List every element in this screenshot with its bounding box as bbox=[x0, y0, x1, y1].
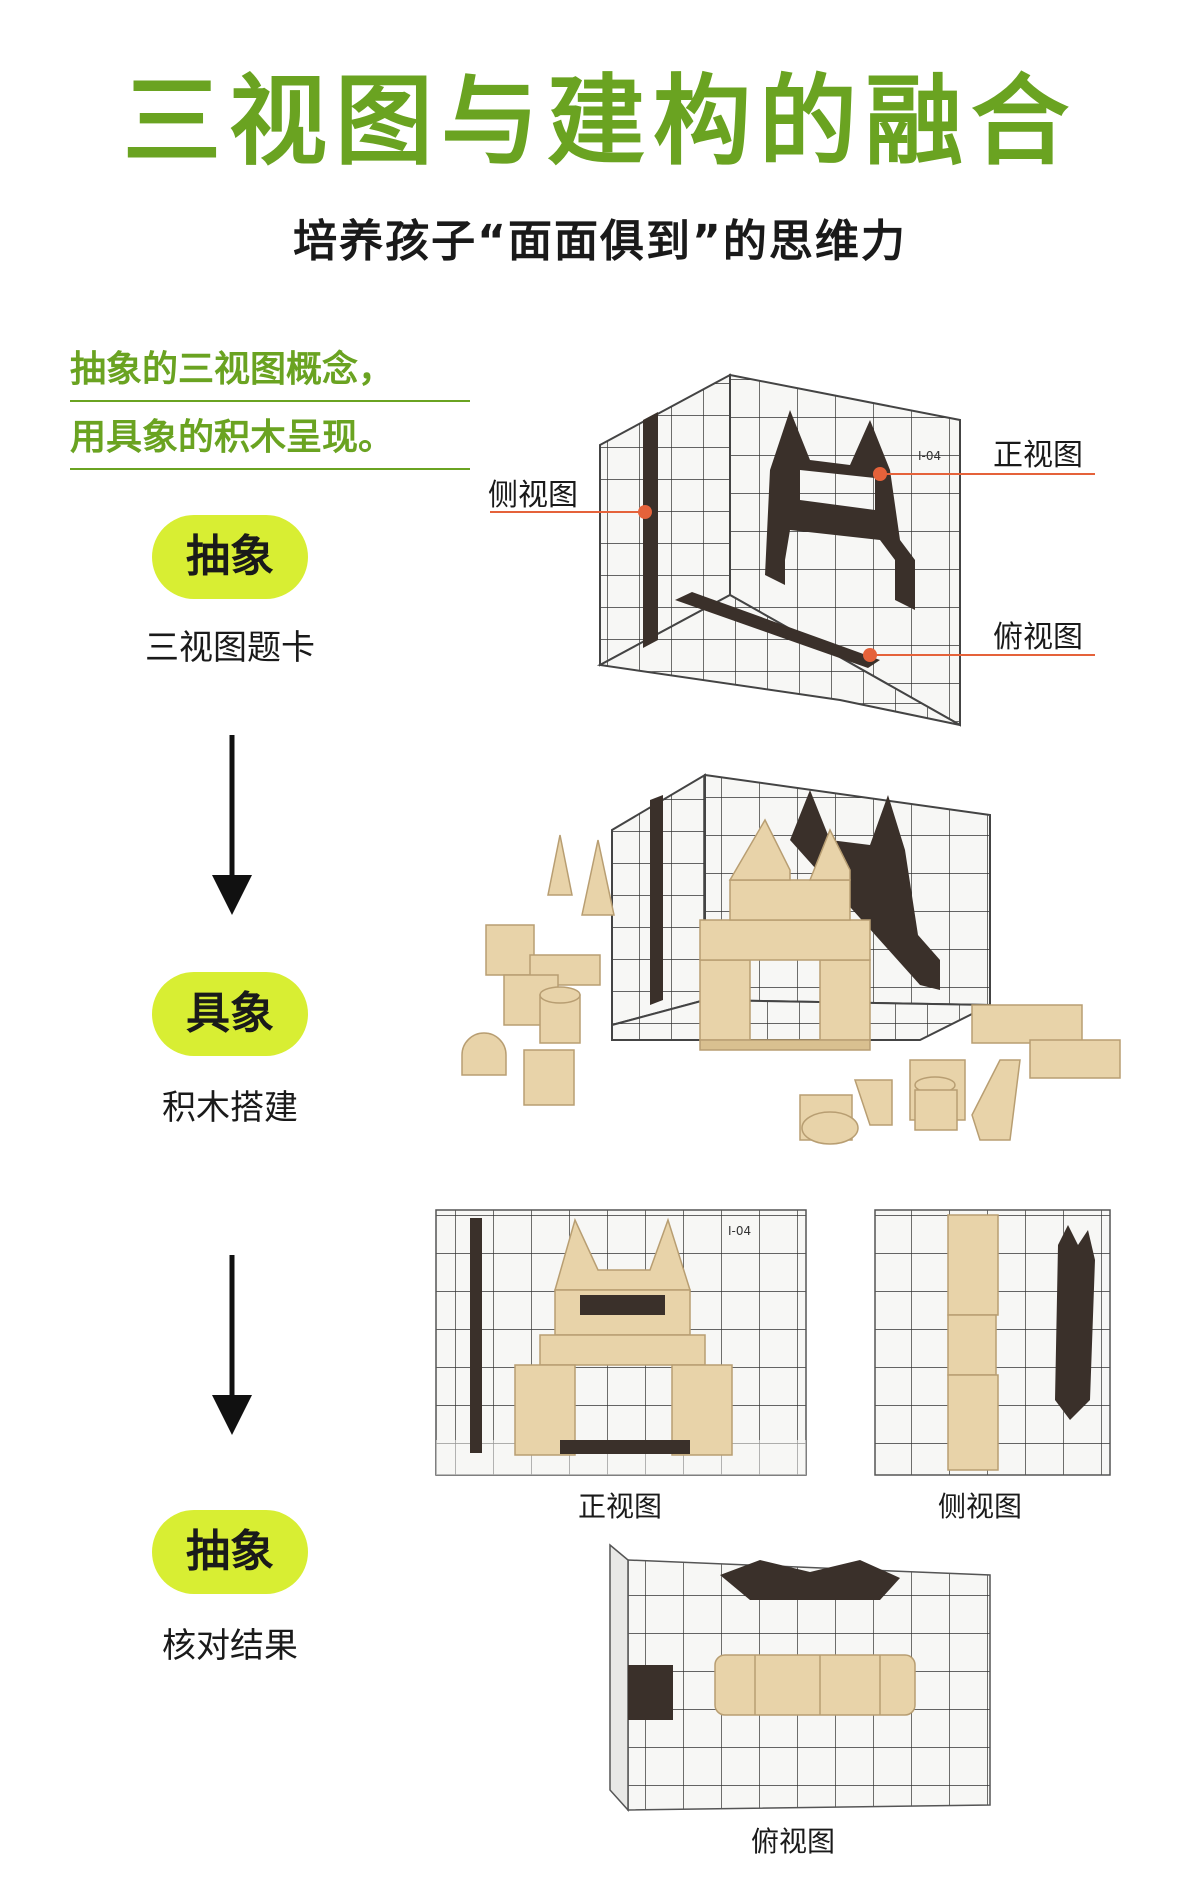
result-card-code: I-04 bbox=[728, 1224, 751, 1238]
intro-line-1: 抽象的三视图概念， bbox=[70, 340, 470, 402]
caption-side-view: 侧视图 bbox=[937, 1490, 1022, 1523]
step-label-check: 核对结果 bbox=[162, 1626, 298, 1666]
down-arrow-icon-1 bbox=[212, 735, 252, 915]
card-code: I-04 bbox=[918, 449, 941, 463]
top-silhouette bbox=[675, 592, 880, 668]
caption-top-view: 俯视图 bbox=[750, 1825, 835, 1858]
side-stack-blocks bbox=[947, 1214, 999, 1471]
top-blocks bbox=[714, 1654, 916, 1716]
step-badge-abstract-2: 抽象 bbox=[152, 1510, 308, 1594]
step-badge-concrete: 具象 bbox=[152, 972, 308, 1056]
intro-line-2: 用具象的积木呈现。 bbox=[70, 408, 470, 470]
callout-side-view: 侧视图 bbox=[488, 478, 578, 513]
front-arch-blocks bbox=[514, 1217, 733, 1456]
step-label-build: 积木搭建 bbox=[162, 1088, 298, 1128]
step-badge-abstract-1: 抽象 bbox=[152, 515, 308, 599]
front-silhouette bbox=[765, 410, 915, 610]
scattered-blocks bbox=[461, 834, 1121, 1145]
wooden-arch bbox=[699, 818, 871, 1051]
callout-front-view: 正视图 bbox=[993, 438, 1083, 473]
step-label-cards: 三视图题卡 bbox=[145, 628, 315, 668]
top-view-panel bbox=[596, 593, 961, 726]
page-subtitle: 培养孩子“面面俱到”的思维力 bbox=[293, 216, 907, 267]
page-title: 三视图与建构的融合 bbox=[122, 65, 1077, 179]
caption-front-view: 正视图 bbox=[577, 1490, 662, 1523]
side-silhouette bbox=[643, 412, 658, 648]
callout-top-view: 俯视图 bbox=[993, 620, 1083, 655]
down-arrow-icon-2 bbox=[212, 1255, 252, 1435]
